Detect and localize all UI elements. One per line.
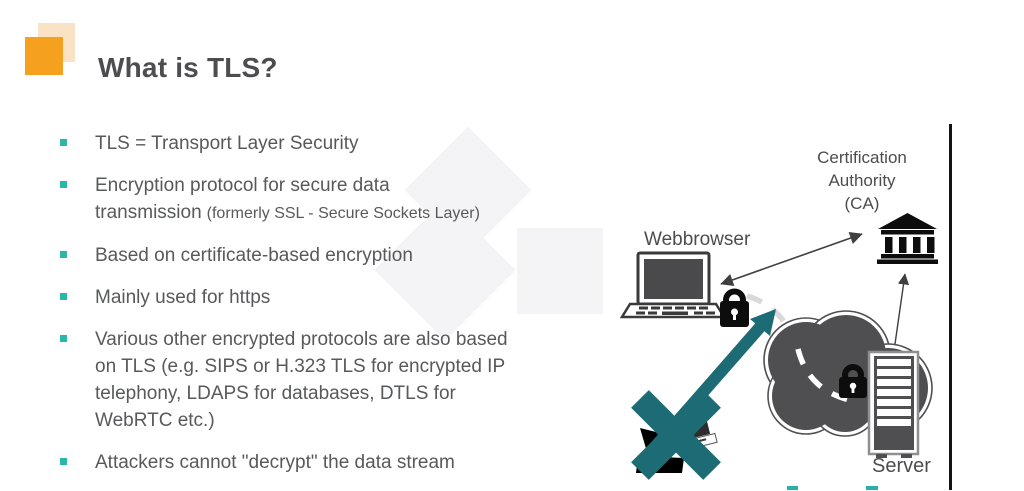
bullet-marker-icon bbox=[60, 251, 67, 258]
ca-label-line2: Authority bbox=[828, 171, 896, 190]
encrypted-stream-dashed-line bbox=[795, 348, 859, 405]
bullet-text: TLS = Transport Layer Security bbox=[95, 133, 359, 154]
bullet-text-small: (formerly SSL - Secure Sockets Layer) bbox=[206, 205, 480, 222]
cutoff-label-fragment bbox=[787, 486, 878, 490]
ca-label-line3: (CA) bbox=[844, 194, 880, 213]
bullet-text: Based on certificate-based encryption bbox=[95, 245, 413, 266]
server-ca-arrow bbox=[893, 273, 910, 352]
bullet-marker-icon bbox=[60, 139, 67, 146]
server-label: Server bbox=[872, 455, 931, 477]
bullet-text: Mainly used for https bbox=[95, 287, 271, 308]
bullet-marker-icon bbox=[60, 293, 67, 300]
list-item: TLS = Transport Layer Security bbox=[60, 130, 530, 157]
padlock-icon bbox=[720, 288, 749, 327]
list-item: Various other encrypted protocols are al… bbox=[60, 326, 530, 434]
bullet-marker-icon bbox=[60, 181, 67, 188]
bullet-text: Various other encrypted protocols are al… bbox=[95, 329, 508, 431]
bullet-text: Attackers cannot "decrypt" the data stre… bbox=[95, 452, 455, 473]
laptop-icon bbox=[619, 251, 727, 319]
list-item: Encryption protocol for secure data tran… bbox=[60, 172, 530, 227]
list-item: Based on certificate-based encryption bbox=[60, 242, 530, 269]
list-item: Mainly used for https bbox=[60, 284, 530, 311]
bank-icon bbox=[877, 213, 938, 264]
padlock-icon bbox=[839, 364, 867, 398]
bullet-text: Encryption protocol for secure data tran… bbox=[95, 175, 390, 223]
certification-authority-label: Certification Authority (CA) bbox=[800, 146, 924, 215]
browser-ca-arrow bbox=[720, 231, 863, 287]
ca-label-line1: Certification bbox=[817, 148, 907, 167]
bullet-list: TLS = Transport Layer Security Encryptio… bbox=[60, 130, 530, 491]
watermark-square bbox=[517, 228, 603, 314]
bullet-marker-icon bbox=[60, 458, 67, 465]
server-rack-icon bbox=[867, 350, 920, 458]
blocked-x-icon bbox=[631, 390, 721, 480]
webbrowser-label: Webbrowser bbox=[644, 229, 751, 250]
page-title: What is TLS? bbox=[98, 51, 278, 83]
cloud-icon bbox=[763, 310, 933, 437]
logo-square-front bbox=[25, 37, 63, 75]
list-item: Attackers cannot "decrypt" the data stre… bbox=[60, 449, 530, 476]
bullet-marker-icon bbox=[60, 335, 67, 342]
